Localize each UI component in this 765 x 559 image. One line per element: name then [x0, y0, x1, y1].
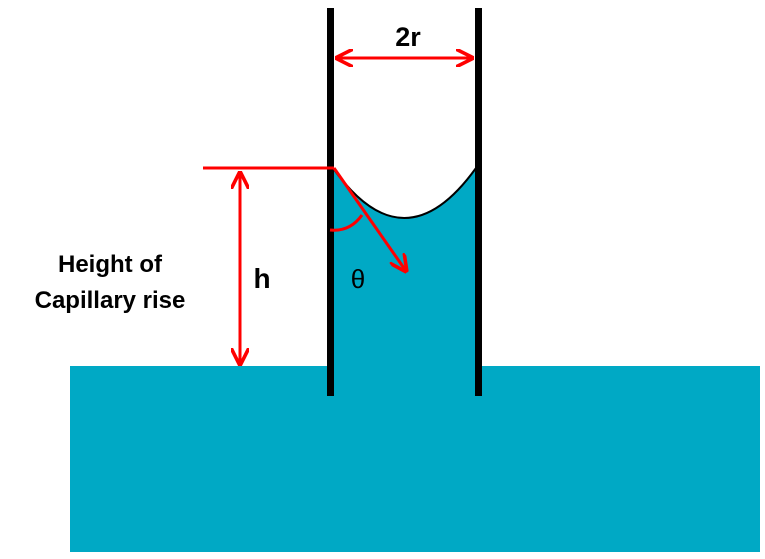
tube-wall-right — [475, 8, 482, 396]
height-caption-line1: Height of — [58, 251, 163, 278]
tangent-arrow — [332, 167, 406, 271]
tube-wall-left — [327, 8, 334, 396]
angle-label: θ — [351, 264, 365, 294]
capillary-liquid-column — [333, 168, 476, 395]
height-symbol-label: h — [253, 263, 270, 294]
reservoir-liquid — [70, 366, 760, 552]
contact-angle-arc — [329, 214, 364, 232]
diameter-label: 2r — [395, 22, 421, 52]
height-caption-line2: Capillary rise — [35, 287, 186, 314]
